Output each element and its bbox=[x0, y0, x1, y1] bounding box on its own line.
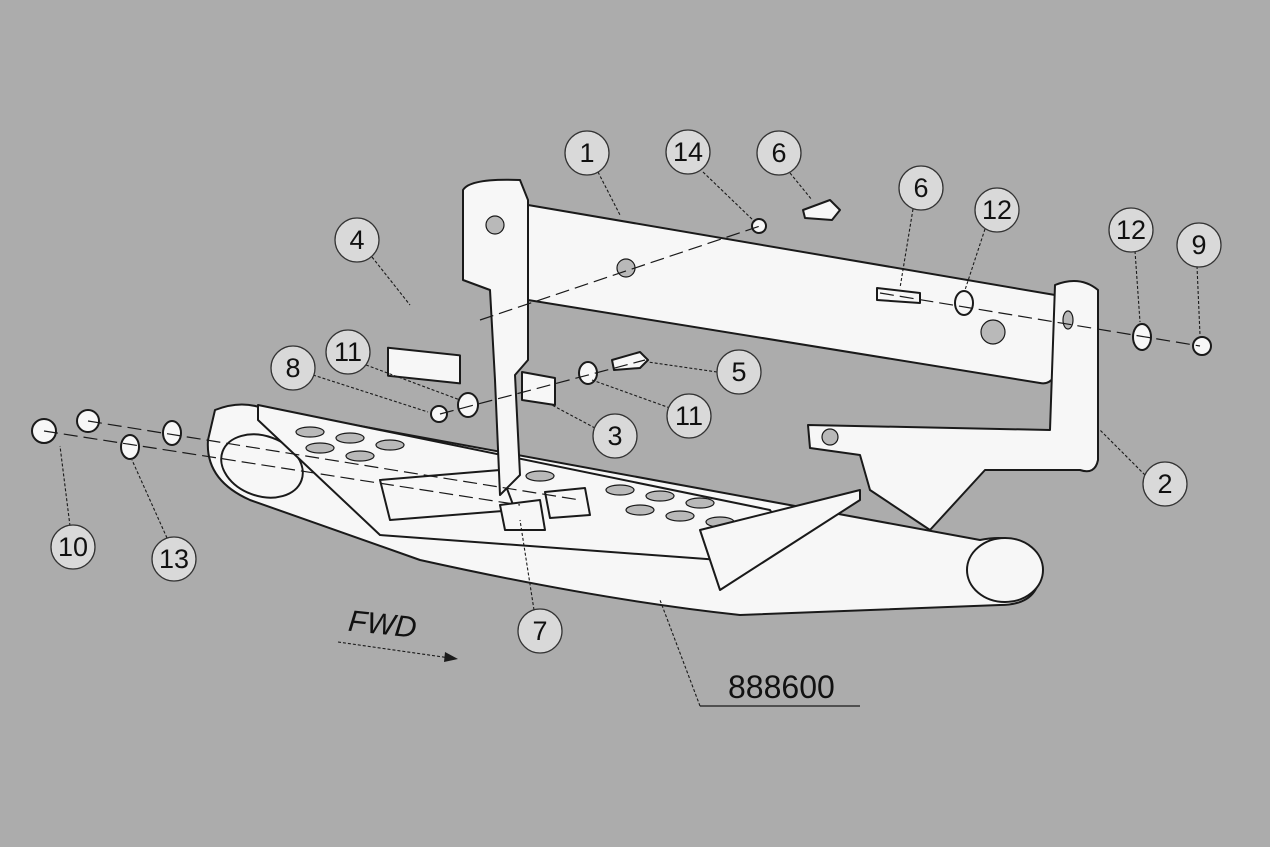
callout-8: 8 bbox=[270, 345, 316, 391]
svg-text:12: 12 bbox=[1116, 215, 1146, 245]
callout-5: 5 bbox=[716, 349, 762, 395]
svg-text:8: 8 bbox=[285, 353, 300, 383]
part-number-label: 888600 bbox=[728, 669, 835, 705]
svg-text:6: 6 bbox=[913, 173, 928, 203]
svg-text:10: 10 bbox=[58, 532, 88, 562]
part-8-nut bbox=[430, 405, 448, 423]
part-7-spacer-b bbox=[544, 487, 591, 519]
part-2-bracket bbox=[807, 280, 1099, 531]
callout-13: 13 bbox=[151, 536, 197, 582]
svg-text:5: 5 bbox=[731, 357, 746, 387]
part-14-washer bbox=[751, 218, 767, 234]
svg-text:3: 3 bbox=[607, 421, 622, 451]
svg-text:14: 14 bbox=[673, 137, 703, 167]
callout-10: 10 bbox=[50, 524, 96, 570]
svg-text:6: 6 bbox=[771, 138, 786, 168]
part-12-washer-a bbox=[954, 290, 974, 316]
part-5-bolt bbox=[611, 351, 649, 371]
callout-2: 2 bbox=[1142, 461, 1188, 507]
svg-text:12: 12 bbox=[982, 195, 1012, 225]
callout-7: 7 bbox=[517, 608, 563, 654]
svg-text:11: 11 bbox=[334, 337, 362, 367]
callout-1: 1 bbox=[564, 130, 610, 176]
part-13-washer-b bbox=[162, 420, 182, 446]
svg-text:4: 4 bbox=[349, 225, 364, 255]
callout-6-upper: 6 bbox=[756, 130, 802, 176]
callout-9: 9 bbox=[1176, 222, 1222, 268]
callout-11-b: 11 bbox=[666, 393, 712, 439]
part-6-bolt-lower bbox=[876, 287, 921, 304]
part-4-plate bbox=[387, 346, 461, 385]
callout-3: 3 bbox=[592, 413, 638, 459]
part-6-bolt-upper bbox=[802, 199, 841, 221]
step-tube-assembly bbox=[206, 403, 1044, 616]
hanger-bracket bbox=[462, 178, 529, 496]
callout-6-lower: 6 bbox=[898, 165, 944, 211]
svg-text:2: 2 bbox=[1157, 469, 1172, 499]
part-7-spacer bbox=[499, 499, 546, 531]
part-13-washer-a bbox=[120, 434, 140, 460]
part-1-bar bbox=[527, 204, 1056, 385]
svg-text:1: 1 bbox=[579, 138, 594, 168]
callout-14: 14 bbox=[665, 129, 711, 175]
callout-12-a: 12 bbox=[974, 187, 1020, 233]
callout-4: 4 bbox=[334, 217, 380, 263]
leader-lines bbox=[59, 171, 1201, 707]
forward-direction-label: FWD bbox=[347, 605, 418, 645]
svg-text:13: 13 bbox=[159, 544, 189, 574]
svg-text:7: 7 bbox=[532, 616, 547, 646]
part-9-nut bbox=[1192, 336, 1212, 356]
svg-text:9: 9 bbox=[1191, 230, 1206, 260]
callout-12-b: 12 bbox=[1108, 207, 1154, 253]
callout-11-a: 11 bbox=[325, 329, 371, 375]
assembly-centerlines bbox=[43, 225, 1201, 506]
svg-text:11: 11 bbox=[675, 401, 703, 431]
part-11-washer-a bbox=[457, 392, 479, 418]
